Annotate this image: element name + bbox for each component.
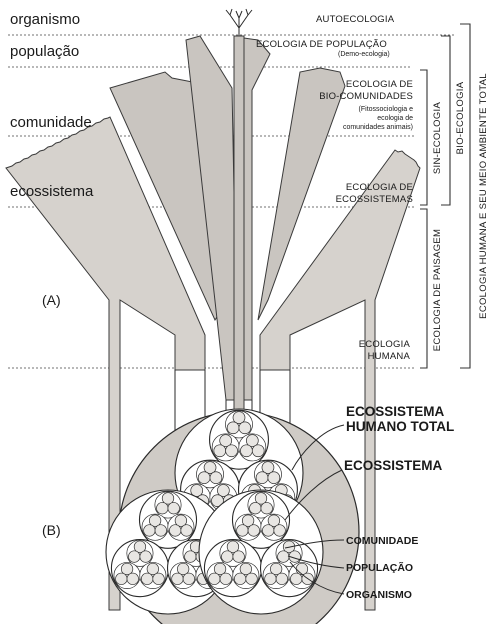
organism-circle [262, 525, 274, 537]
organism-circle [239, 422, 251, 434]
callout-eco-humano-1: ECOSSISTEMA [346, 404, 445, 419]
organism-circle [168, 502, 180, 514]
organism-circle [237, 525, 249, 537]
side-brackets [420, 24, 470, 368]
zone-label-eco-biocom-2: BIO-COMUNIDADES [319, 91, 413, 102]
zone-label-fito-2: ecologia de [377, 115, 413, 122]
organism-stem [234, 36, 244, 440]
organism-circle [233, 551, 245, 563]
organism-circle [155, 525, 167, 537]
organism-circle [227, 422, 239, 434]
organism-circle [226, 445, 238, 457]
organism-circle [268, 472, 280, 484]
organism-circle [220, 573, 232, 585]
side-label-bio-ecologia: BIO-ECOLOGIA [455, 81, 466, 154]
zone-label-demo-ecologia: (Demo-ecologia) [338, 51, 390, 58]
organism-circle [278, 551, 290, 563]
organism-circle [246, 573, 258, 585]
organism-circle [169, 525, 181, 537]
organism-circle [128, 551, 140, 563]
level-label-ecossistema: ecossistema [10, 183, 94, 200]
organism-circle [172, 573, 184, 585]
organism-circle [183, 573, 195, 585]
organism-circle [185, 551, 197, 563]
zone-label-eco-ecos-1: ECOLOGIA DE [346, 182, 413, 193]
zone-label-fito-3: comunidades animais) [343, 124, 413, 131]
organism-circle [198, 472, 210, 484]
zone-label-eco-biocom-1: ECOLOGIA DE [346, 79, 413, 90]
bracket-eco-paisagem [420, 209, 427, 368]
organism-circle [141, 573, 153, 585]
organism-branch-tips [226, 9, 252, 36]
organism-circle [221, 551, 233, 563]
callout-eco-humano-2: HUMANO TOTAL [346, 419, 454, 434]
zone-label-eco-humana-2: HUMANA [368, 351, 411, 362]
organism-circle [157, 502, 169, 514]
organism-circle [250, 502, 262, 514]
organism-circle [261, 502, 273, 514]
bracket-sin-ecologia [420, 70, 427, 205]
organism-circle [252, 445, 264, 457]
organism-circle [153, 573, 165, 585]
bracket-eco-humana-total [460, 24, 470, 368]
organism-circle [276, 573, 288, 585]
side-label-eco-humana-total: ECOLOGIA HUMANA E SEU MEIO AMBIENTE TOTA… [478, 73, 489, 319]
nested-circles-diagram [106, 409, 359, 624]
panel-tag-b: (B) [42, 522, 61, 538]
organism-circle [140, 551, 152, 563]
level-label-organismo: organismo [10, 11, 80, 28]
zone-label-eco-humana-1: ECOLOGIA [359, 339, 411, 350]
zone-label-eco-ecos-2: ECOSSISTEMAS [336, 194, 413, 205]
organism-circle [240, 445, 252, 457]
organism-circle [234, 573, 246, 585]
organism-circle [290, 573, 302, 585]
organism-circle [214, 445, 226, 457]
organism-circle [210, 472, 222, 484]
callout-populacao: POPULAÇÃO [346, 561, 413, 574]
zone-label-fito-1: (Fitossociologia e [359, 106, 414, 113]
callout-ecossistema: ECOSSISTEMA [344, 458, 443, 473]
organism-circle [127, 573, 139, 585]
side-label-eco-paisagem: ECOLOGIA DE PAISAGEM [432, 229, 443, 352]
organism-circle [256, 472, 268, 484]
level-label-comunidade: comunidade [10, 114, 92, 131]
callout-comunidade: COMUNIDADE [346, 535, 418, 547]
organism-circle [248, 525, 260, 537]
callout-organismo: ORGANISMO [346, 589, 412, 601]
side-label-sin-ecologia: SIN-ECOLOGIA [432, 102, 443, 175]
level-label-populacao: população [10, 43, 79, 60]
organism-circle [274, 525, 286, 537]
zone-label-eco-populacao: ECOLOGIA DE POPULAÇÃO [256, 39, 387, 50]
panel-tag-a: (A) [42, 292, 61, 308]
organism-circle [144, 525, 156, 537]
ecosystem-circle-right [199, 490, 323, 614]
organism-circle [116, 573, 128, 585]
organism-circle [265, 573, 277, 585]
zone-label-autoecologia: AUTOECOLOGIA [316, 14, 395, 25]
organism-circle [209, 573, 221, 585]
organism-circle [181, 525, 193, 537]
